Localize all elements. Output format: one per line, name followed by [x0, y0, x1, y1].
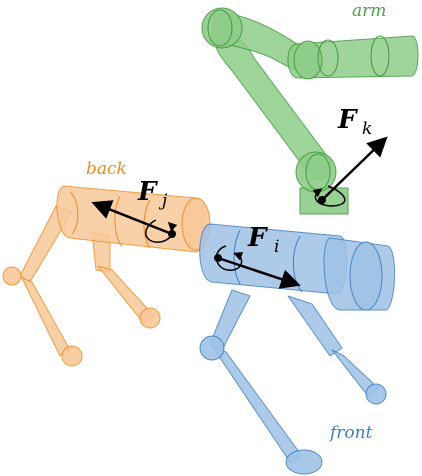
- arm-body: [201, 7, 419, 215]
- torque-curl-icon: [312, 185, 346, 207]
- front-label: front: [328, 423, 373, 443]
- torque-curl-icon: [215, 245, 244, 271]
- back-body: [2, 185, 211, 367]
- back-label: back: [86, 159, 127, 179]
- force-arrow-icon: [217, 256, 301, 289]
- front-leg-front: [287, 295, 343, 357]
- application-point-icon: [214, 254, 222, 262]
- force-arrow-icon: [321, 136, 388, 201]
- force-i-letter: F: [247, 223, 268, 253]
- force-j-subscript: j: [158, 191, 168, 211]
- force-j: F j: [91, 177, 178, 243]
- arm-label: arm: [352, 1, 386, 21]
- force-i: F i: [214, 223, 301, 289]
- force-j-letter: F: [137, 177, 158, 207]
- torque-curl-icon: [145, 219, 178, 243]
- application-point-icon: [168, 230, 176, 238]
- arm-shoulder-joint: [201, 7, 243, 49]
- force-k-letter: F: [337, 105, 358, 135]
- force-k: F k: [312, 105, 388, 207]
- force-k-subscript: k: [362, 119, 372, 139]
- application-point-icon: [318, 196, 326, 204]
- force-arrow-icon: [91, 200, 173, 236]
- front-body: [199, 223, 396, 475]
- force-i-subscript: i: [274, 237, 279, 257]
